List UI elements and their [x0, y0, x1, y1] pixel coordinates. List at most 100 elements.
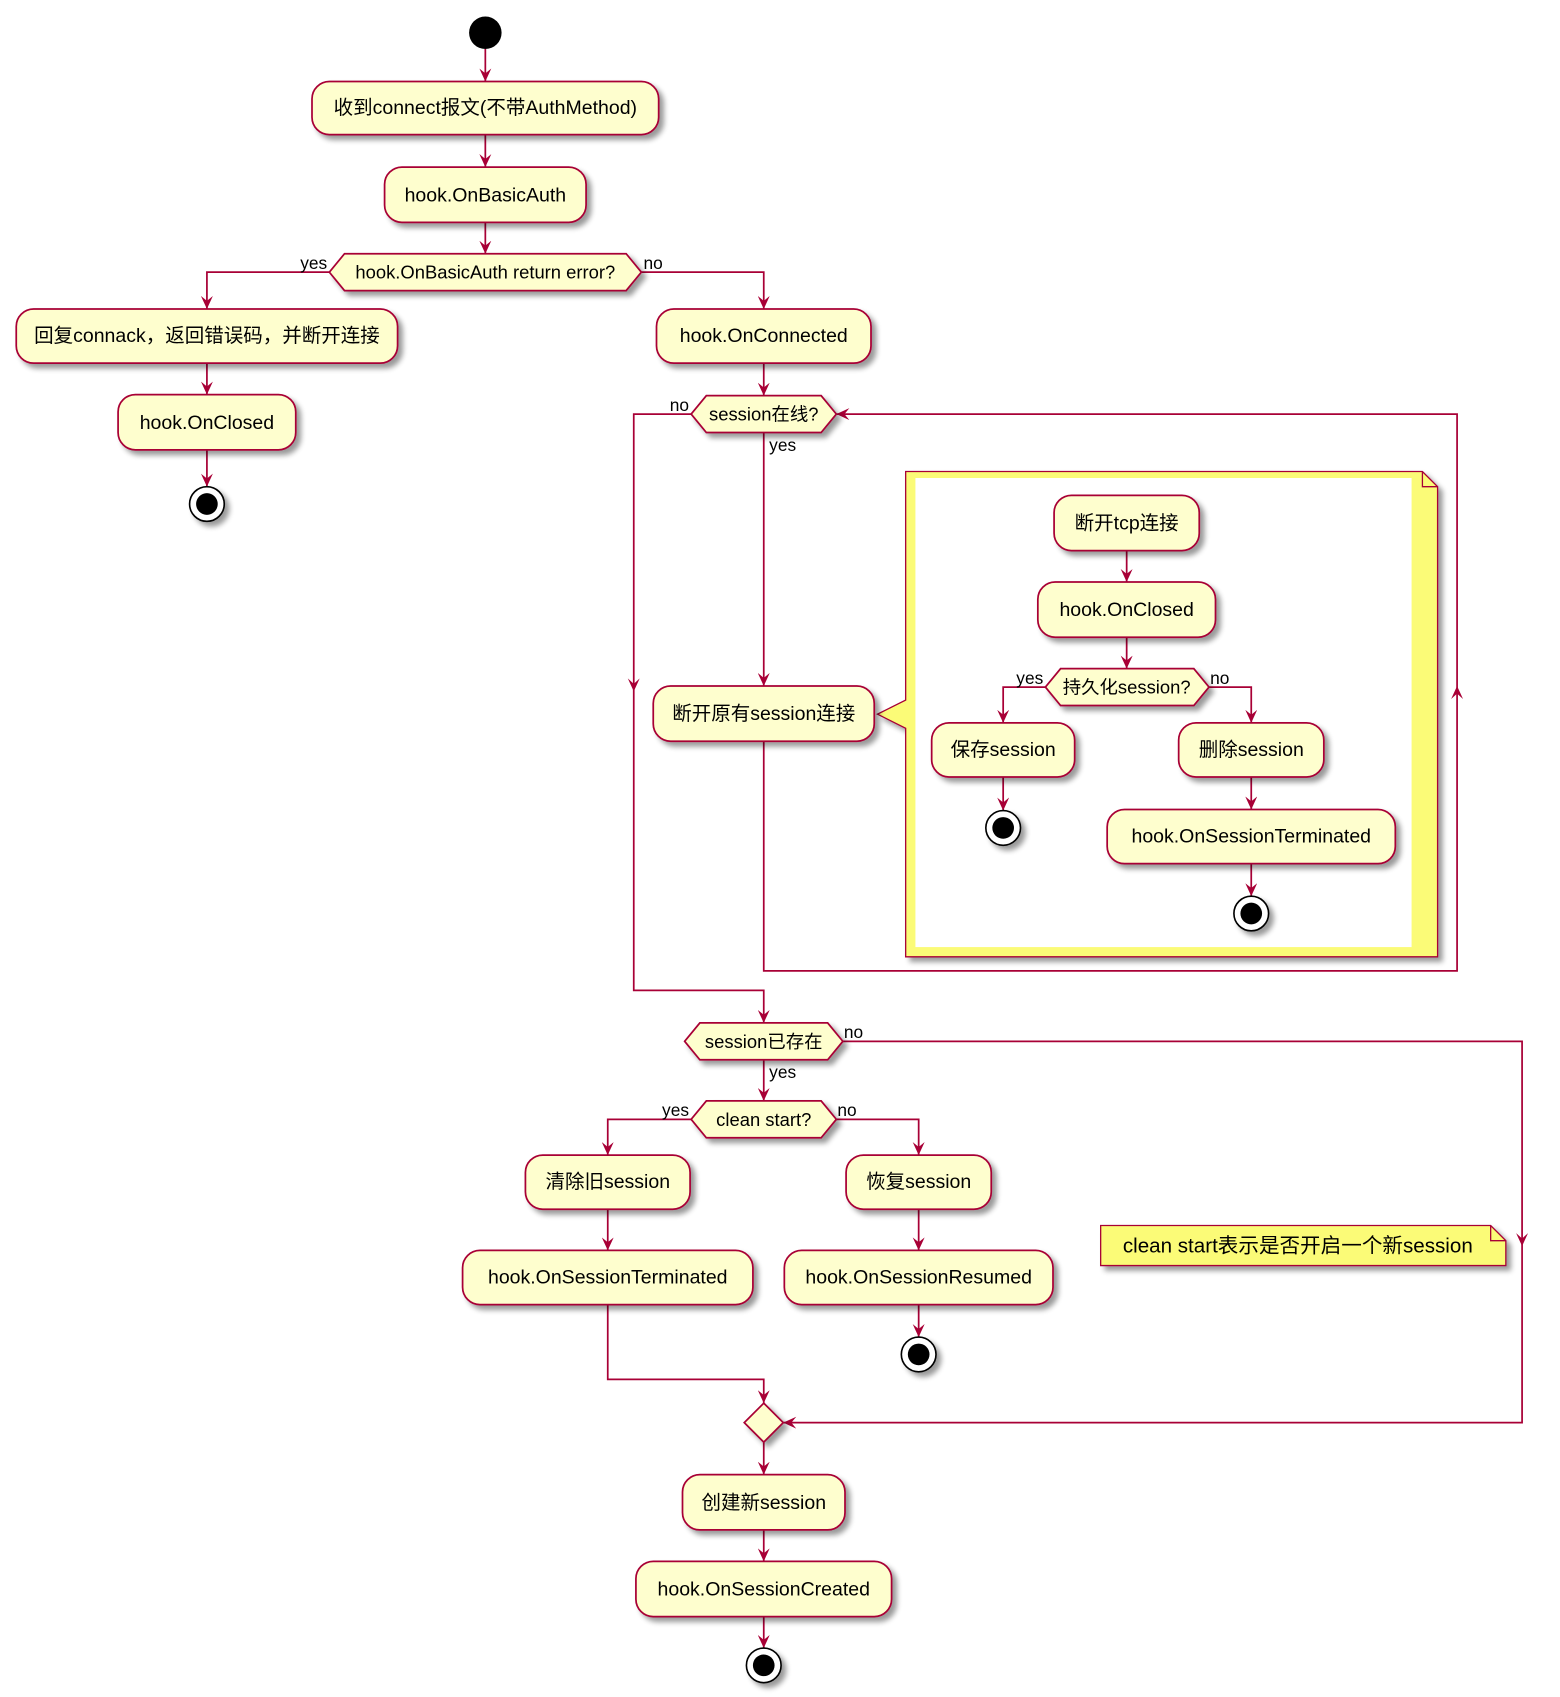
flow-edge-no: [641, 271, 770, 310]
decision-auth-error: hook.OnBasicAuth return error? yes no: [300, 252, 663, 292]
end-dot: [196, 493, 218, 515]
end-node: [900, 1336, 937, 1373]
branch-label-no: no: [844, 1022, 863, 1042]
branch-label-no: no: [837, 1100, 856, 1120]
decision-question: 持久化session?: [1063, 677, 1191, 698]
flow-edge: [606, 1304, 770, 1404]
activity-box: [635, 1560, 893, 1618]
activity-box: [1036, 581, 1217, 639]
merge-node: [743, 1401, 785, 1444]
activity-delete-session: 删除session: [1177, 721, 1325, 778]
flow-edge-no: [836, 1118, 925, 1156]
activity-on-basic-auth: hook.OnBasicAuth: [383, 166, 587, 224]
activity-clear-old-session: 清除旧session: [524, 1154, 691, 1211]
activity-box: [783, 1249, 1054, 1306]
branch-label-yes: yes: [769, 435, 796, 455]
note-fold: [1421, 471, 1438, 488]
activity-label: hook.OnBasicAuth: [405, 184, 567, 206]
activity-box: [1053, 494, 1201, 552]
decision-clean-start: clean start? yes no: [662, 1100, 857, 1139]
decision-question: hook.OnBasicAuth return error?: [355, 262, 615, 283]
activity-label: hook.OnClosed: [140, 412, 274, 434]
note-shape: [1100, 1224, 1507, 1267]
end-dot: [907, 1343, 930, 1366]
decision-session-online: session在线? no yes: [670, 394, 838, 455]
activity-label: 收到connect报文(不带AuthMethod): [334, 97, 637, 119]
decision-shape: [328, 252, 643, 292]
activity-box: [845, 1154, 993, 1211]
activity-box: [681, 1473, 846, 1531]
note-disconnect-procedure: 断开tcp连接 hook.OnClosed 持久化session? yes no…: [876, 470, 1439, 958]
branch-label-yes: yes: [300, 253, 327, 273]
activity-box: [461, 1249, 754, 1306]
activity-label: hook.OnSessionTerminated: [488, 1266, 728, 1288]
end-dot: [752, 1654, 775, 1677]
activity-resume-session: 恢复session: [845, 1154, 993, 1211]
start-node: [469, 16, 502, 49]
decision-shape: [690, 1100, 838, 1139]
activity-label: 清除旧session: [545, 1171, 670, 1193]
arrowhead: [627, 678, 640, 692]
end-dot: [992, 817, 1014, 839]
activity-label: 断开tcp连接: [1075, 513, 1179, 535]
flow-edge-yes: [601, 1118, 692, 1156]
decision-shape: [683, 1022, 844, 1061]
activity-label: 恢复session: [866, 1171, 971, 1193]
activity-label: hook.OnClosed: [1059, 599, 1193, 621]
activity-label: 回复connack，返回错误码，并断开连接: [34, 325, 380, 347]
branch-label-no: no: [670, 395, 689, 415]
flow-edge-loop-back: [762, 408, 1458, 972]
activity-box: [117, 393, 297, 451]
arrowhead: [1451, 686, 1464, 699]
activity-receive-connect: 收到connect报文(不带AuthMethod): [311, 80, 660, 136]
end-node: [1233, 895, 1270, 932]
activity-on-session-terminated: hook.OnSessionTerminated: [461, 1249, 754, 1306]
activity-on-session-resumed: hook.OnSessionResumed: [783, 1249, 1054, 1306]
activity-reply-connack: 回复connack，返回错误码，并断开连接: [15, 308, 399, 365]
branch-label-yes: yes: [769, 1062, 796, 1082]
activity-label: hook.OnSessionTerminated: [1131, 826, 1371, 848]
flow-edge-yes: [997, 686, 1046, 723]
decision-question: clean start?: [716, 1109, 811, 1130]
activity-box: [930, 721, 1076, 778]
activity-box: [652, 685, 876, 743]
activity-box: [524, 1154, 691, 1211]
end-node: [188, 485, 226, 523]
activity-save-session: 保存session: [930, 721, 1076, 778]
activity-inner-on-session-terminated: hook.OnSessionTerminated: [1106, 808, 1397, 865]
activity-box: [655, 308, 872, 365]
decision-question: session在线?: [709, 404, 818, 425]
activity-label: 断开原有session连接: [672, 703, 855, 725]
activity-box: [1106, 808, 1397, 865]
activity-label: hook.OnSessionCreated: [658, 1578, 870, 1600]
end-dot: [1240, 902, 1263, 925]
branch-label-no: no: [1210, 668, 1229, 688]
activity-on-session-created: hook.OnSessionCreated: [635, 1560, 893, 1618]
note-fold: [1490, 1225, 1506, 1242]
activity-inner-on-closed: hook.OnClosed: [1036, 581, 1217, 639]
flow-edge-no: [783, 1040, 1523, 1429]
activity-disconnect-tcp: 断开tcp连接: [1053, 494, 1201, 552]
activity-on-connected: hook.OnConnected: [655, 308, 872, 365]
flow-edge-no: [632, 413, 770, 1023]
activity-box: [311, 80, 660, 136]
branch-label-yes: yes: [1016, 668, 1043, 688]
note-clean-start: clean start表示是否开启一个新session: [1100, 1224, 1507, 1267]
activity-box: [1177, 721, 1325, 778]
decision-persist-session: 持久化session? yes no: [1016, 667, 1229, 707]
activity-label: 创建新session: [701, 1492, 826, 1514]
activity-label: hook.OnSessionResumed: [805, 1266, 1032, 1288]
decision-session-exists: session已存在 no yes: [683, 1022, 863, 1082]
decision-shape: [1044, 667, 1211, 707]
activity-create-new-session: 创建新session: [681, 1473, 846, 1531]
activity-box: [383, 166, 587, 224]
activity-label: hook.OnConnected: [680, 325, 848, 347]
decision-shape: [690, 394, 838, 434]
activity-label: 保存session: [951, 739, 1056, 761]
activity-disconnect-old-session: 断开原有session连接: [652, 685, 876, 743]
decision-question: session已存在: [705, 1031, 823, 1052]
branch-label-no: no: [643, 253, 662, 273]
note-text: clean start表示是否开启一个新session: [1123, 1235, 1473, 1258]
arrowhead: [1516, 1233, 1529, 1247]
